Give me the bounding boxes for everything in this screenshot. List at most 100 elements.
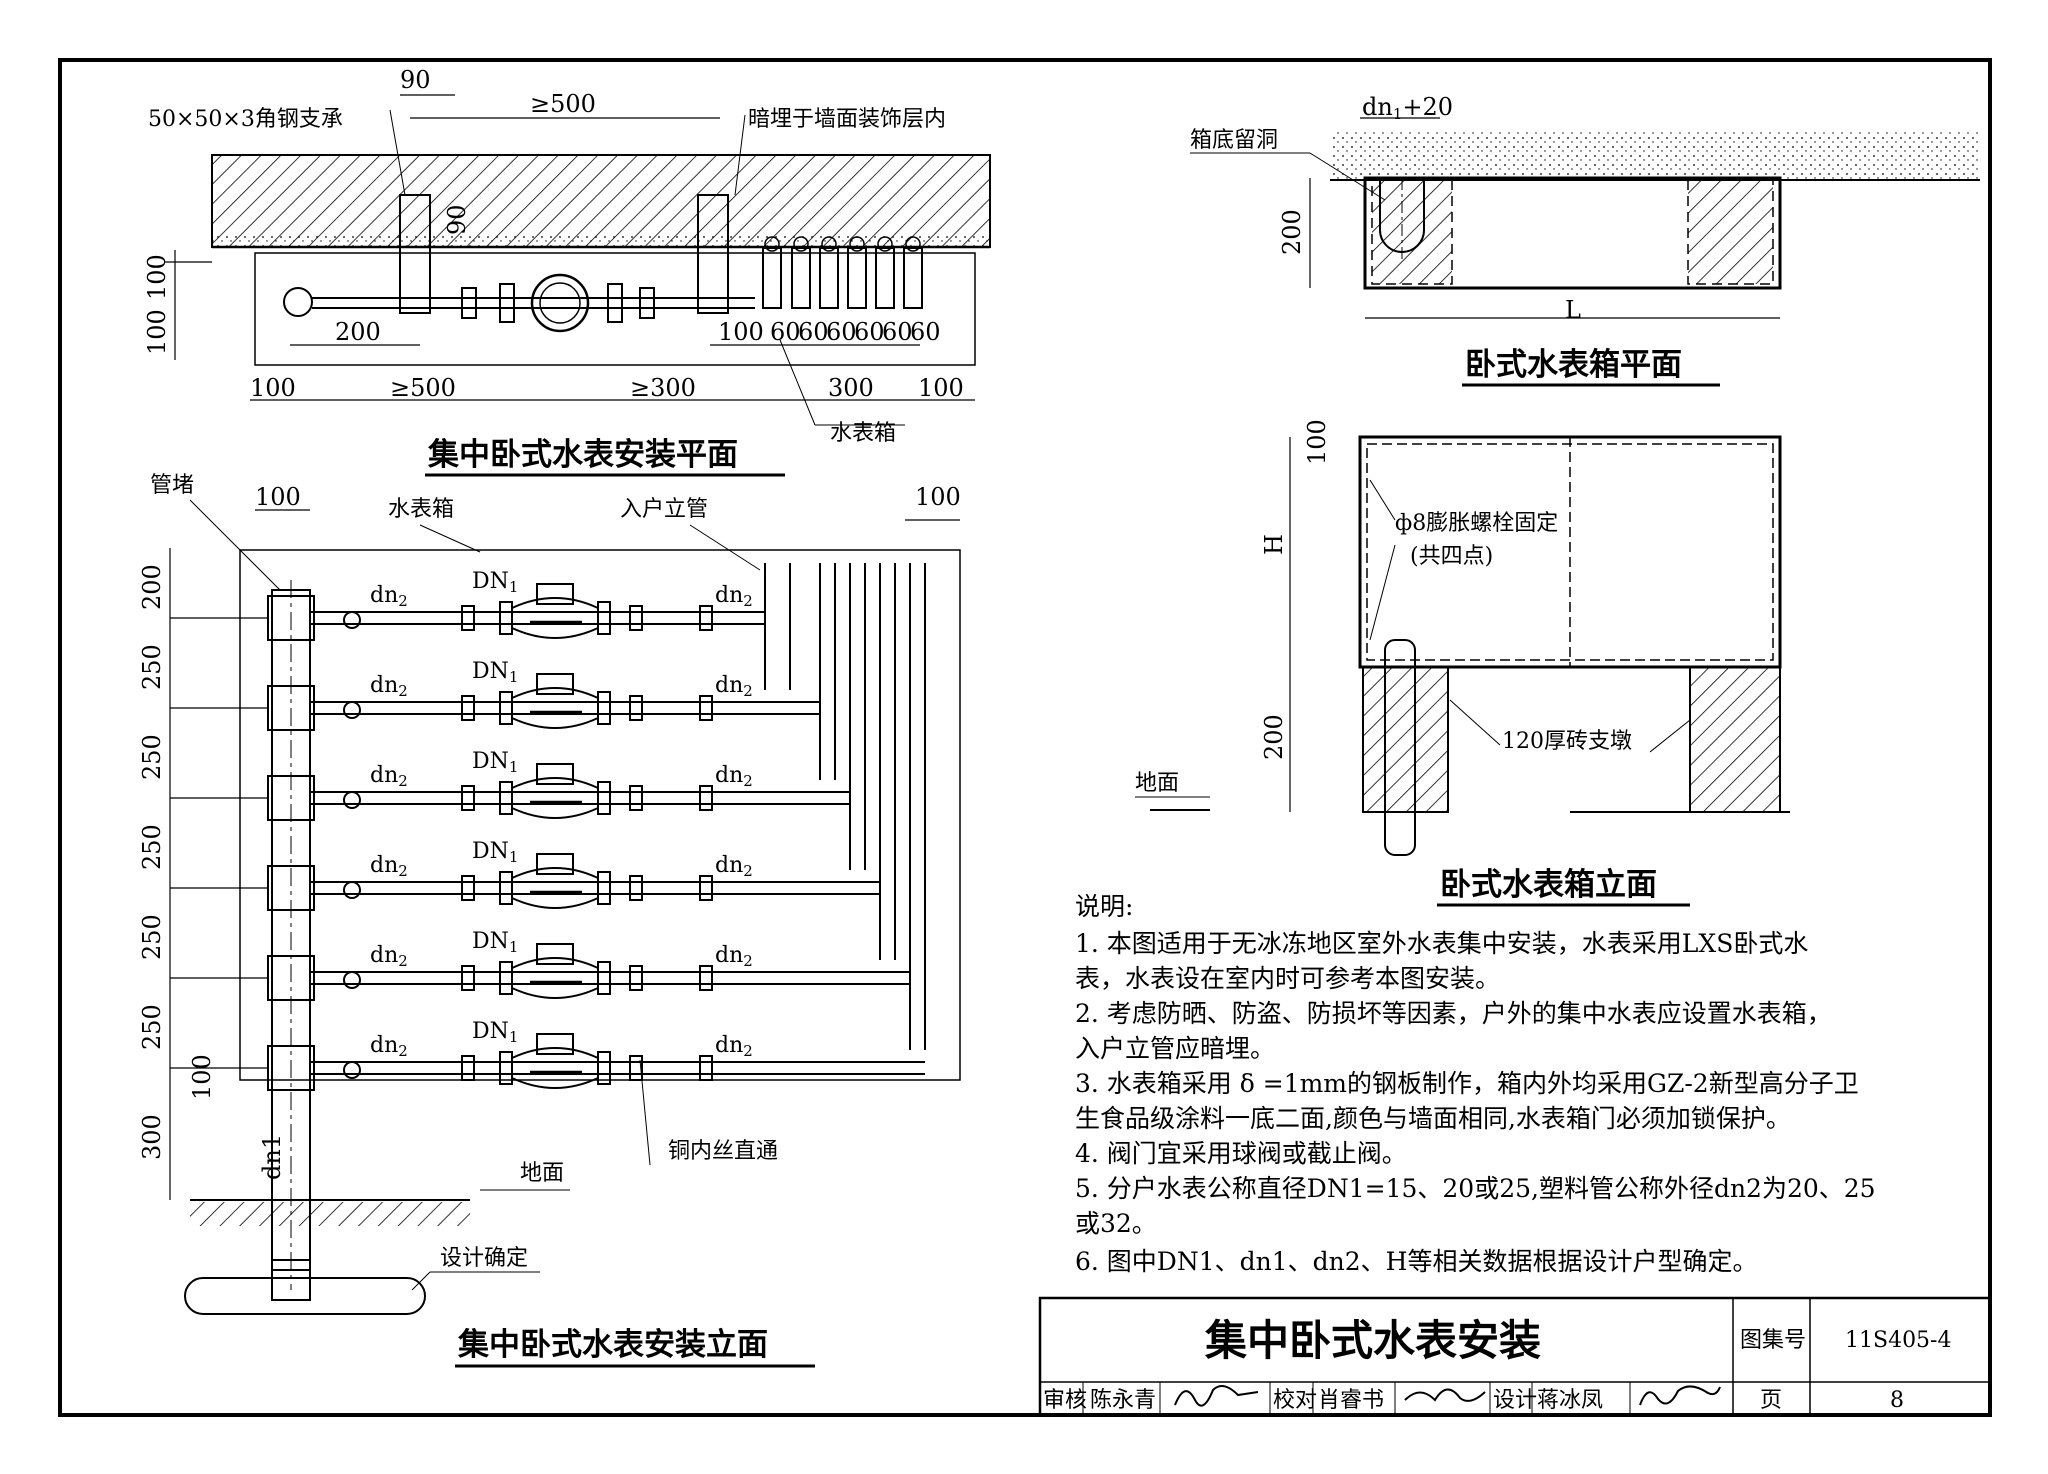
checker-name: 肖睿书 (1318, 1388, 1384, 1413)
embed-note-label: 暗埋于墙面装饰层内 (748, 107, 946, 132)
angle-support-right (697, 194, 729, 314)
flange-left (499, 1051, 513, 1085)
designer-name: 蒋冰凤 (1537, 1388, 1603, 1413)
dn1-plus-20-label: dn1+20 (1362, 93, 1453, 123)
supply-main (184, 1277, 426, 1315)
meter-box-elev-label: 水表箱 (388, 497, 454, 522)
dim-bottom-100-right: 100 (918, 374, 964, 402)
dim-L: L (1565, 296, 1581, 324)
dim-ge500-top: ≥500 (530, 90, 596, 118)
union-left (461, 965, 475, 991)
dim-60-3: 60 (826, 318, 857, 346)
brick-pier-label: 120厚砖支墩 (1502, 729, 1632, 754)
union-right (629, 785, 643, 811)
plan-view: 50×50×3角钢支承 暗埋于墙面装饰层内 90 ≥500 90 100 100… (143, 66, 991, 477)
dim-bottom-100-left: 100 (250, 374, 296, 402)
dim-bottom-ge500: ≥500 (390, 374, 456, 402)
dim-elev-300: 300 (138, 1114, 166, 1160)
water-meter (530, 273, 590, 333)
meter-dial (536, 943, 574, 965)
union-left (461, 605, 475, 631)
coupling (699, 695, 713, 721)
drawing-title: 集中卧式水表安装 (1204, 1316, 1541, 1365)
dim-bottom-ge300: ≥300 (630, 374, 696, 402)
valve-icon (343, 791, 361, 809)
valve-icon (343, 971, 361, 989)
meter-box-label: 水表箱 (830, 421, 896, 446)
coupling (699, 875, 713, 901)
note-line-6: 生食品级涂料一底二面,颜色与墙面相同,水表箱门必须加锁保护。 (1075, 1104, 1791, 1133)
DN1-label: DN1 (472, 839, 518, 866)
dn2-label-left: dn2 (370, 673, 408, 700)
dim-box-200: 200 (1278, 209, 1306, 255)
union-right (629, 875, 643, 901)
reviewer-name: 陈永青 (1090, 1388, 1156, 1413)
title-block: 集中卧式水表安装 图集号 11S405-4 页 8 审核 陈永青 校对 肖睿书 … (1038, 1296, 1992, 1417)
dim-elev-250-4: 250 (138, 914, 166, 960)
box-elevation-view: 100 H 200 ф8膨胀螺栓固定 (共四点) 120厚砖支墩 地面 卧式水表… (1135, 419, 1790, 907)
check-label: 校对 (1273, 1388, 1317, 1413)
dim-60-6: 60 (910, 318, 941, 346)
union-right (629, 605, 643, 631)
valve-icon (343, 1061, 361, 1079)
dn2-label-right: dn2 (715, 673, 753, 700)
union-right (629, 1055, 643, 1081)
coupling (699, 605, 713, 631)
DN1-label: DN1 (472, 659, 518, 686)
coupling (699, 785, 713, 811)
dn2-label-left: dn2 (370, 583, 408, 610)
box-plan-outline (1363, 176, 1782, 290)
riser-label: 入户立管 (620, 497, 708, 522)
valve-icon (343, 701, 361, 719)
note-line-1: 1. 本图适用于无冰冻地区室外水表集中安装，水表采用LXS卧式水 (1075, 929, 1808, 958)
dim-box-elev-100: 100 (1303, 419, 1331, 465)
dim-elev-250-2: 250 (138, 734, 166, 780)
dn2-label-right: dn2 (715, 853, 753, 880)
flange-left (499, 961, 513, 995)
dim-bottom-300: 300 (828, 374, 874, 402)
dn2-label-left: dn2 (370, 943, 408, 970)
flange-left (499, 601, 513, 635)
dim-elev-100: 100 (188, 1054, 216, 1100)
meter-box-outline (254, 252, 976, 366)
dim-60-1: 60 (770, 318, 801, 346)
page-no: 8 (1890, 1388, 1904, 1413)
meter-dial (536, 763, 574, 785)
dn2-label-right: dn2 (715, 1033, 753, 1060)
dim-box-elev-200: 200 (1260, 714, 1288, 760)
flange-right (597, 961, 611, 995)
dim-100-c: 100 (718, 318, 764, 346)
flange-right (597, 691, 611, 725)
union-left (461, 1055, 475, 1081)
note-line-10: 6. 图中DN1、dn1、dn2、H等相关数据根据设计户型确定。 (1075, 1247, 1757, 1276)
coupling (699, 965, 713, 991)
flange-left (499, 871, 513, 905)
dim-elev-250-1: 250 (138, 644, 166, 690)
box-elev-title: 卧式水表箱立面 (1440, 867, 1657, 903)
note-line-3: 2. 考虑防晒、防盗、防损坏等因素，户外的集中水表应设置水表箱， (1075, 999, 1832, 1028)
note-line-5: 3. 水表箱采用 δ =1mm的钢板制作，箱内外均采用GZ-2新型高分子卫 (1075, 1069, 1859, 1098)
page-label: 页 (1760, 1388, 1782, 1413)
meter-dial (536, 853, 574, 875)
DN1-label: DN1 (472, 1019, 518, 1046)
dn2-label-right: dn2 (715, 943, 753, 970)
flange-left (499, 691, 513, 725)
bolt-count-label: (共四点) (1410, 544, 1493, 569)
review-label: 审核 (1043, 1388, 1087, 1413)
note-line-7: 4. 阀门宜采用球阀或截止阀。 (1075, 1139, 1407, 1168)
dim-200: 200 (335, 318, 381, 346)
dim-100-a: 100 (143, 254, 171, 300)
dim-60-2: 60 (798, 318, 829, 346)
box-plan-title: 卧式水表箱平面 (1465, 347, 1682, 383)
checker-signature (1404, 1388, 1486, 1402)
reviewer-signature (1174, 1385, 1259, 1407)
union-left (461, 695, 475, 721)
design-tb-label: 设计 (1493, 1388, 1537, 1413)
DN1-label: DN1 (472, 929, 518, 956)
meter-dial (536, 1033, 574, 1055)
dim-60-5: 60 (882, 318, 913, 346)
dim-60-4: 60 (854, 318, 885, 346)
